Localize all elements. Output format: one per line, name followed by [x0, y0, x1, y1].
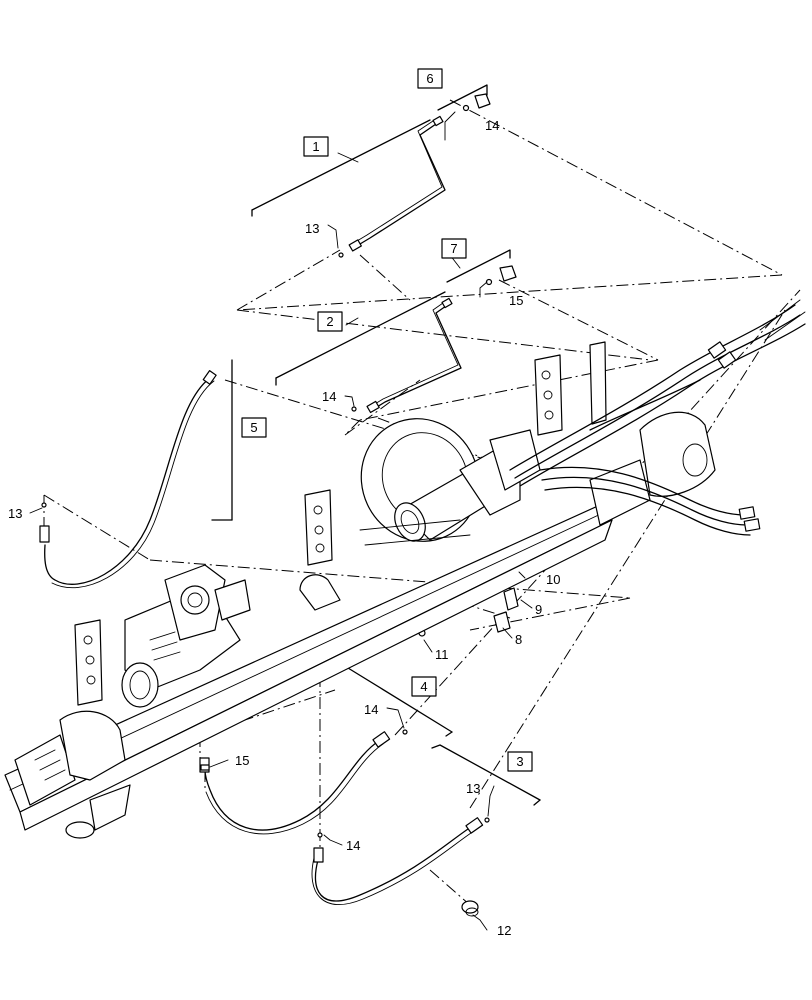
- callout-box-7: 7: [441, 238, 467, 259]
- svg-text:2: 2: [326, 314, 333, 329]
- svg-text:4: 4: [420, 679, 427, 694]
- callout-box-5: 5: [241, 417, 267, 438]
- hose-3: [311, 817, 484, 905]
- callout-10: 10: [546, 572, 560, 587]
- callout-14: 14: [322, 389, 336, 404]
- callout-14: 14: [485, 118, 499, 133]
- callout-13: 13: [305, 221, 319, 236]
- callout-boxes: 1 2 3 4 5 6 7: [241, 68, 533, 772]
- assembly-lines: [43, 99, 801, 906]
- callout-14: 14: [346, 838, 360, 853]
- callout-12: 12: [497, 923, 511, 938]
- hose-bundle: [509, 299, 806, 536]
- callout-numbers: 14 13 15 14 13 10 9 8 11 14 15 13 14 12: [8, 118, 560, 938]
- hose-4: [199, 731, 391, 835]
- svg-text:1: 1: [312, 139, 319, 154]
- callout-9: 9: [535, 602, 542, 617]
- callout-14: 14: [364, 702, 378, 717]
- callout-box-1: 1: [303, 136, 329, 157]
- svg-text:7: 7: [450, 241, 457, 256]
- hose-5: [39, 370, 217, 589]
- callout-15: 15: [235, 753, 249, 768]
- callout-box-6: 6: [417, 68, 443, 89]
- svg-text:5: 5: [250, 420, 257, 435]
- callout-8: 8: [515, 632, 522, 647]
- elbow-fitting-6: [462, 93, 491, 112]
- machine-frame: [4, 341, 716, 839]
- elbow-fitting-7: [485, 265, 517, 286]
- rigid-tube-1: [348, 115, 446, 252]
- svg-text:6: 6: [426, 71, 433, 86]
- callout-13: 13: [466, 781, 480, 796]
- callout-box-3: 3: [507, 751, 533, 772]
- rigid-tube-2: [366, 297, 462, 414]
- callout-15: 15: [509, 293, 523, 308]
- callout-box-2: 2: [317, 311, 343, 332]
- callout-11: 11: [435, 647, 449, 662]
- callout-box-4: 4: [411, 676, 437, 697]
- svg-text:3: 3: [516, 754, 523, 769]
- callout-13: 13: [8, 506, 22, 521]
